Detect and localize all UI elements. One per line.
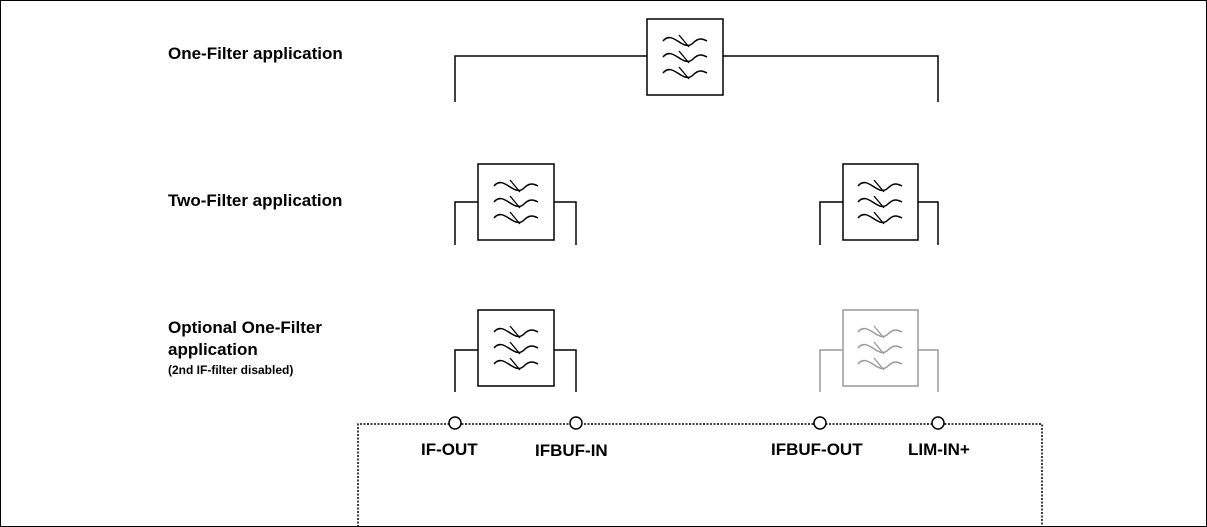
optional-left-wiring <box>454 349 577 392</box>
pin-label-lim-in: LIM-IN+ <box>908 440 970 459</box>
pin-label-ifbuf-out: IFBUF-OUT <box>771 440 863 459</box>
pin-circle-lim-in <box>931 416 945 430</box>
label-two-filter: Two-Filter application <box>168 191 343 210</box>
pin-circle-ifbuf-out <box>813 416 827 430</box>
pin-circle-if-out <box>448 416 462 430</box>
disabled-filter-icon <box>842 309 919 387</box>
two-filter-right-wiring <box>819 201 939 245</box>
label-optional-note: (2nd IF-filter disabled) <box>168 363 294 377</box>
optional-right-wiring-disabled <box>819 349 939 392</box>
label-optional-line2: application <box>168 340 258 359</box>
pin-label-if-out: IF-OUT <box>421 440 478 459</box>
pin-label-ifbuf-in: IFBUF-IN <box>535 441 608 460</box>
filter-icon <box>842 163 919 241</box>
chip-boundary <box>357 423 1043 527</box>
filter-icon <box>477 309 555 387</box>
label-one-filter: One-Filter application <box>168 44 343 63</box>
pin-circle-ifbuf-in <box>569 416 583 430</box>
one-filter-wiring <box>454 55 939 102</box>
two-filter-left-wiring <box>454 201 577 245</box>
filter-icon <box>646 18 724 96</box>
filter-icon <box>477 163 555 241</box>
label-optional-line1: Optional One-Filter <box>168 318 322 337</box>
